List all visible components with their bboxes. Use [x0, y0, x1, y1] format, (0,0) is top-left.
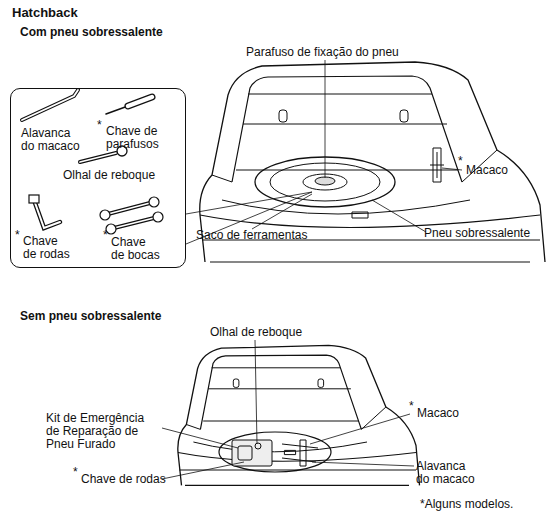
asterisk-mark: *	[409, 400, 414, 413]
tool-inset-box: Alavanca do macaco * Chave de parafusosOlh…	[10, 88, 186, 268]
asterisk-mark: *	[73, 466, 78, 479]
asterisk-mark: *	[458, 155, 463, 168]
tool-label: Chave de bocas	[111, 236, 161, 262]
tool-label: Olhal de reboque	[63, 169, 163, 182]
asterisk-mark: *	[103, 229, 108, 242]
leader-lines-lower	[162, 340, 414, 479]
tools	[22, 90, 163, 234]
tool-label: Alavanca do macaco	[21, 127, 83, 153]
section-heading: Com pneu sobressalente	[20, 26, 163, 39]
footnote: *Alguns modelos.	[420, 498, 513, 511]
part-label: Chave de rodas	[81, 473, 166, 486]
title: Hatchback	[12, 5, 78, 20]
part-label: Saco de ferramentas	[196, 229, 307, 242]
part-label: Olhal de reboque	[210, 326, 302, 339]
leader-lines	[186, 60, 462, 244]
tool-label: Chave de parafusos	[106, 125, 166, 151]
asterisk-mark: *	[97, 119, 102, 132]
section-heading: Sem pneu sobressalente	[20, 310, 161, 323]
part-label: Kit de Emergência de Reparação de Pneu F…	[46, 412, 154, 451]
part-label: Alavanca do macaco	[416, 460, 478, 486]
part-label: Macaco	[417, 407, 459, 420]
tool-label: Chave de rodas	[23, 235, 73, 261]
car-rear-small	[178, 345, 420, 485]
part-label: Macaco	[466, 164, 508, 177]
repair-kit-tray	[219, 432, 331, 472]
part-label: Parafuso de fixação do pneu	[246, 46, 399, 59]
asterisk-mark: *	[15, 229, 20, 242]
part-label: Pneu sobressalente	[424, 227, 530, 240]
jack	[430, 148, 444, 182]
